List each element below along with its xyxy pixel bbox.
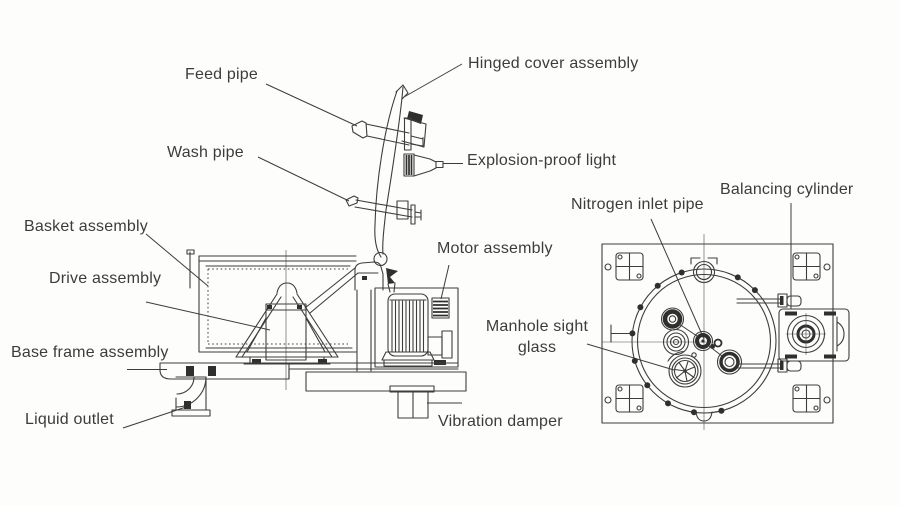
label-balancing-cylinder: Balancing cylinder — [720, 181, 854, 198]
label-wash-pipe: Wash pipe — [167, 144, 244, 161]
label-explosion-proof-light: Explosion-proof light — [467, 152, 617, 169]
right-lower-fitting-circle — [716, 349, 743, 375]
nitrogen-fitting-circle — [660, 307, 685, 331]
sight-glass-drawing — [667, 350, 702, 388]
concentric-fitting-circle — [662, 328, 690, 356]
corner-pad-bottom-left — [615, 384, 644, 413]
side-view — [159, 84, 467, 419]
corner-pads — [604, 252, 831, 413]
leader-wash-pipe — [257, 156, 350, 202]
left-pin-bracket — [610, 324, 632, 343]
leader-manhole-sight-glass — [586, 343, 675, 371]
basket-housing-drawing — [186, 249, 357, 353]
cover-fittings — [660, 307, 743, 388]
liquid-outlet-elbow-drawing — [171, 376, 211, 417]
corner-pad-bottom-right — [792, 384, 821, 413]
label-motor-assembly: Motor assembly — [437, 240, 553, 257]
center-hub — [691, 330, 723, 358]
leader-motor-assembly — [440, 264, 450, 300]
explosion-proof-light-drawing — [403, 153, 444, 177]
label-nitrogen-inlet-pipe: Nitrogen inlet pipe — [571, 196, 704, 213]
motor-assembly-drawing — [374, 287, 459, 368]
cover-hinge-ball — [373, 251, 388, 267]
cover-circle-drawing — [610, 257, 777, 422]
base-plate-drawing — [601, 243, 834, 424]
leader-basket-assembly — [145, 233, 209, 287]
label-vibration-damper: Vibration damper — [438, 413, 563, 430]
hinged-cover-drawing — [373, 84, 427, 293]
label-manhole-sight-glass: Manhole sight glass — [485, 318, 589, 356]
rim-bolts — [629, 269, 758, 416]
drive-assembly-drawing — [235, 282, 339, 365]
leader-feed-pipe — [265, 83, 358, 127]
cover-support-column-drawing — [304, 261, 384, 372]
cylinder-pipes — [736, 293, 802, 373]
balancing-cylinder-drawing — [778, 308, 850, 362]
top-vent-fitting — [690, 257, 718, 284]
label-basket-assembly: Basket assembly — [24, 218, 148, 235]
leader-hinged-cover — [403, 63, 463, 98]
corner-pad-top-left — [615, 252, 644, 281]
vibration-damper-foot-drawing — [389, 385, 435, 419]
label-feed-pipe: Feed pipe — [185, 66, 258, 83]
wash-pipe-drawing — [345, 195, 422, 225]
label-liquid-outlet: Liquid outlet — [25, 411, 114, 428]
corner-pad-top-right — [792, 252, 821, 281]
top-view — [601, 234, 850, 430]
leader-nitrogen-inlet — [650, 218, 705, 340]
label-drive-assembly: Drive assembly — [49, 270, 162, 287]
base-frame-drawing — [159, 362, 467, 392]
feed-pipe-drawing — [351, 117, 424, 151]
motor-vent-grille — [431, 297, 450, 319]
label-base-frame-assembly: Base frame assembly — [11, 344, 169, 361]
label-hinged-cover: Hinged cover assembly — [468, 55, 639, 72]
